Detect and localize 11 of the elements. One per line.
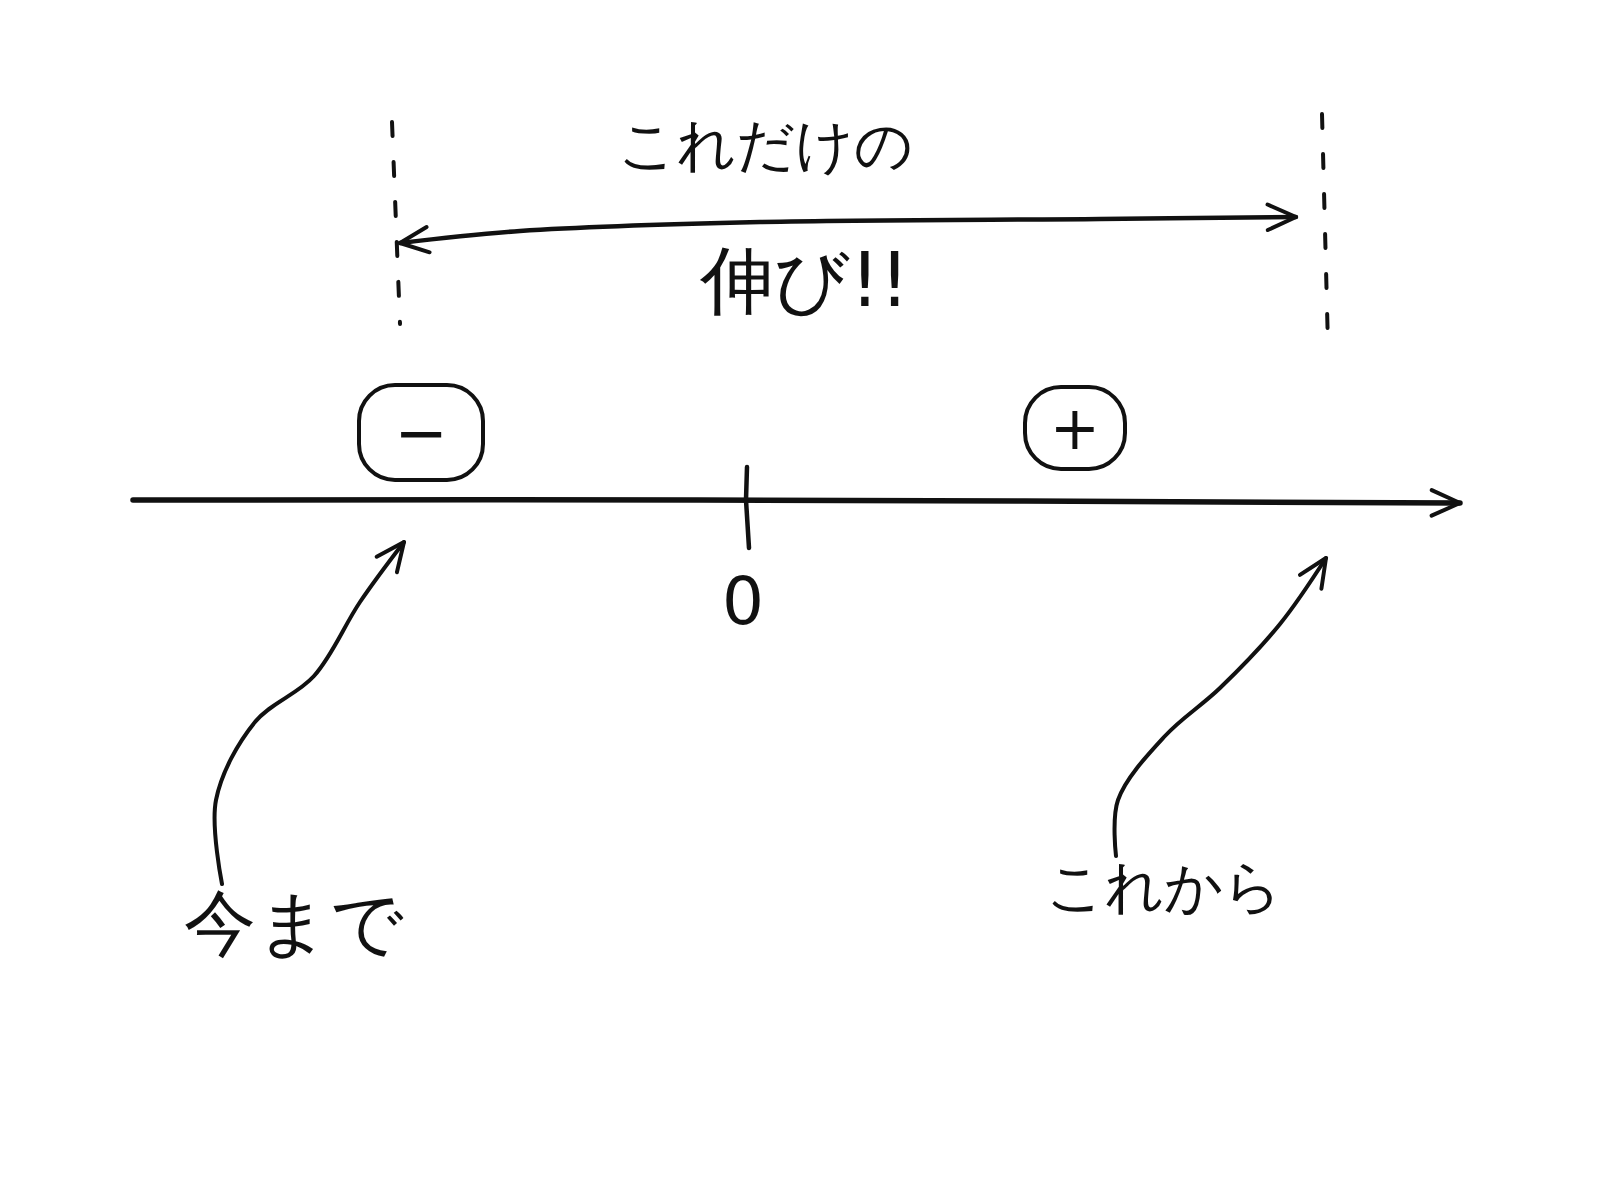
handwritten-label: 0 bbox=[722, 566, 764, 639]
rounded-sign-box bbox=[357, 383, 485, 482]
sign-symbol: + bbox=[1049, 398, 1101, 458]
curved-arrow bbox=[212, 540, 406, 886]
handwritten-label: これだけの bbox=[618, 114, 913, 178]
sign-symbol: − bbox=[394, 400, 448, 465]
handwritten-caption: 今まで bbox=[184, 884, 404, 964]
rounded-sign-box bbox=[1023, 385, 1127, 471]
curved-arrow bbox=[1112, 556, 1328, 858]
handwritten-label: 伸び!! bbox=[700, 240, 910, 322]
handwritten-caption: これから bbox=[1046, 856, 1282, 920]
